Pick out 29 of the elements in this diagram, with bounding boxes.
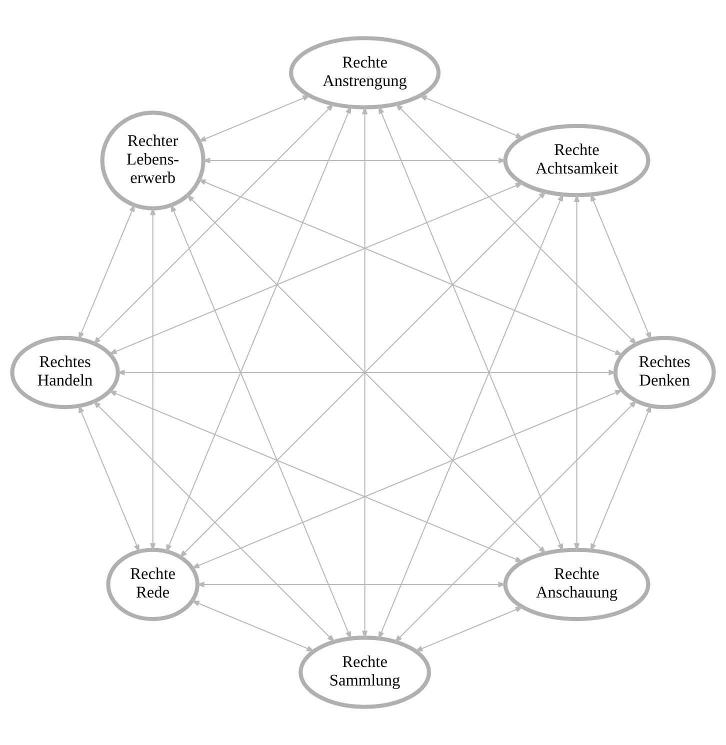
arrow — [202, 158, 507, 164]
node-ellipse: Rechte Anschauung — [503, 548, 650, 622]
arrow — [196, 582, 506, 588]
arrow — [191, 600, 315, 652]
arrow — [150, 206, 156, 552]
arrow — [394, 400, 638, 643]
arrow — [92, 103, 334, 345]
arrow — [166, 105, 352, 553]
node-ellipse: Rechte Achtsamkeit — [503, 124, 650, 198]
node-ellipse: Rechte Anstrengung — [289, 36, 441, 110]
arrow — [198, 179, 624, 356]
arrow — [198, 95, 311, 142]
arrow — [378, 106, 564, 552]
arrow — [78, 204, 135, 340]
arrow — [191, 390, 624, 569]
arrow — [418, 95, 524, 139]
arrow — [590, 404, 652, 552]
arrow — [108, 390, 524, 562]
arrow — [116, 370, 617, 376]
arrow — [414, 606, 524, 652]
arrow — [170, 204, 352, 640]
arrow — [362, 106, 368, 639]
arrow — [590, 193, 652, 340]
arrow — [574, 194, 580, 552]
arrow — [395, 103, 638, 346]
arrow — [378, 193, 564, 640]
arrow — [78, 404, 140, 553]
arrow — [92, 400, 336, 643]
arrow — [108, 182, 524, 354]
